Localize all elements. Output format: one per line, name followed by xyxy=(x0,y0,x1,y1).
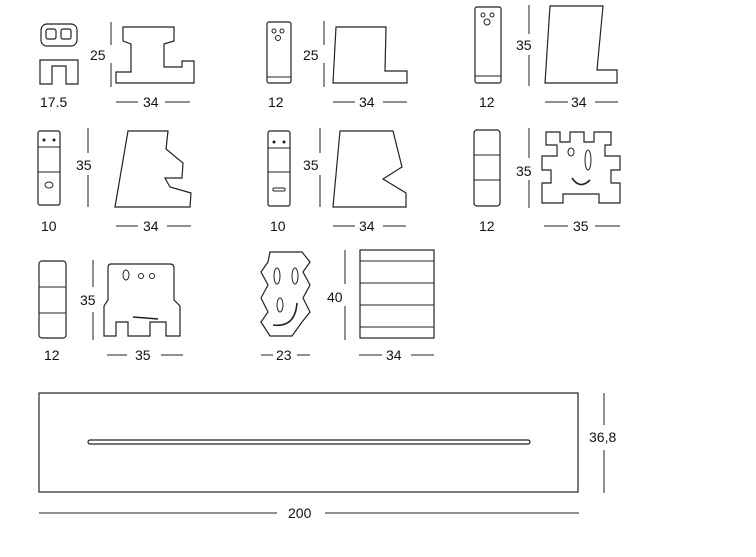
item-c-width-label: 12 xyxy=(479,94,495,110)
item-d-front-view xyxy=(37,130,61,206)
item-c-front-view xyxy=(474,6,502,84)
item-e-side-view xyxy=(332,130,407,208)
item-a-width-label: 17.5 xyxy=(40,94,67,110)
item-h-depth-label: 34 xyxy=(386,347,402,363)
item-h-side-view xyxy=(359,249,435,339)
item-e-depth-label: 34 xyxy=(359,218,375,234)
item-e-front-view xyxy=(267,130,291,207)
board-height-label: 36,8 xyxy=(589,429,616,445)
item-f-height-label: 35 xyxy=(516,163,532,179)
item-e-width-label: 10 xyxy=(270,218,286,234)
item-b-side-view xyxy=(332,26,408,84)
item-b-depth-label: 34 xyxy=(359,94,375,110)
item-d-depth-label: 34 xyxy=(143,218,159,234)
item-d-height-label: 35 xyxy=(76,157,92,173)
item-h-face-view xyxy=(260,251,311,337)
item-a-depth-label: 34 xyxy=(143,94,159,110)
item-d-width-label: 10 xyxy=(41,218,57,234)
item-a-height-label: 25 xyxy=(90,47,106,63)
item-h-width-label: 23 xyxy=(276,347,292,363)
item-h-height-label: 40 xyxy=(327,289,343,305)
item-d-side-view xyxy=(114,130,192,208)
board-top-view xyxy=(38,392,579,493)
item-b-width-label: 12 xyxy=(268,94,284,110)
item-b-front-view xyxy=(266,21,292,84)
item-c-side-view xyxy=(544,5,618,84)
item-f-depth-label: 35 xyxy=(573,218,589,234)
item-g-height-label: 35 xyxy=(80,292,96,308)
item-c-depth-label: 34 xyxy=(571,94,587,110)
board-length-label: 200 xyxy=(288,505,312,521)
item-g-front-view xyxy=(38,260,67,339)
item-e-height-label: 35 xyxy=(303,157,319,173)
item-f-width-label: 12 xyxy=(479,218,495,234)
item-f-front-view xyxy=(473,129,501,207)
item-g-width-label: 12 xyxy=(44,347,60,363)
item-a-front-view xyxy=(39,23,79,85)
item-c-height-label: 35 xyxy=(516,37,532,53)
item-g-face-view xyxy=(103,263,181,337)
item-g-depth-label: 35 xyxy=(135,347,151,363)
item-f-face-view xyxy=(541,131,621,204)
item-a-side-view xyxy=(115,26,195,84)
item-b-height-label: 25 xyxy=(303,47,319,63)
